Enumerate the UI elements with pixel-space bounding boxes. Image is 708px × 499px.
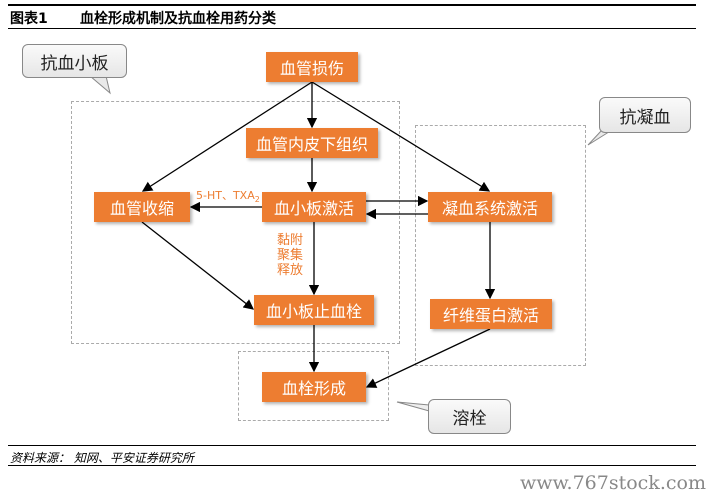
callout-tail-antiplatelet: [89, 75, 111, 95]
node-subendothelium: 血管内皮下组织: [246, 128, 378, 158]
callout-tail-anticoag: [587, 129, 613, 146]
footer-rule-top: [8, 445, 696, 446]
node-thrombosis: 血栓形成: [262, 372, 366, 402]
arrow-vasocon-plug: [141, 221, 255, 310]
anticoagulant-region: [415, 125, 586, 366]
footer-rule-bottom: [8, 465, 696, 466]
antiplatelet-region: [71, 101, 400, 344]
figure-title: 血栓形成机制及抗血栓用药分类: [80, 11, 276, 27]
adhesion-label: 黏附: [277, 233, 304, 248]
watermark: www.767stock.com: [520, 472, 706, 494]
node-platelet-plug: 血小板止血栓: [254, 295, 374, 325]
callout-anticoagulant: 抗凝血: [599, 97, 691, 133]
node-platelet-activation: 血小板激活: [262, 192, 366, 222]
node-fibrin-activation: 纤维蛋白激活: [430, 299, 552, 329]
callout-antiplatelet: 抗血小板: [22, 44, 127, 78]
mediators-label: 5-HT、TXA2: [196, 189, 260, 205]
node-vasoconstriction: 血管收缩: [94, 192, 190, 222]
node-coagulation-activation: 凝血系统激活: [428, 192, 552, 222]
platelet-process-labels: 黏附 聚集 释放: [277, 233, 303, 278]
aggregation-label: 聚集: [277, 248, 304, 263]
node-vascular-injury: 血管损伤: [266, 52, 358, 82]
figure-label: 图表1: [10, 11, 48, 27]
callout-thrombolytic: 溶栓: [428, 399, 511, 434]
title-rule: [8, 28, 696, 29]
top-rule: [8, 4, 696, 6]
release-label: 释放: [277, 263, 304, 278]
arrow-injury-coag: [311, 81, 491, 192]
source-note: 资料来源： 知网、平安证券研究所: [10, 451, 194, 465]
arrow-fibrin-thrombosis: [365, 328, 491, 388]
arrow-injury-vasocon: [141, 81, 313, 192]
